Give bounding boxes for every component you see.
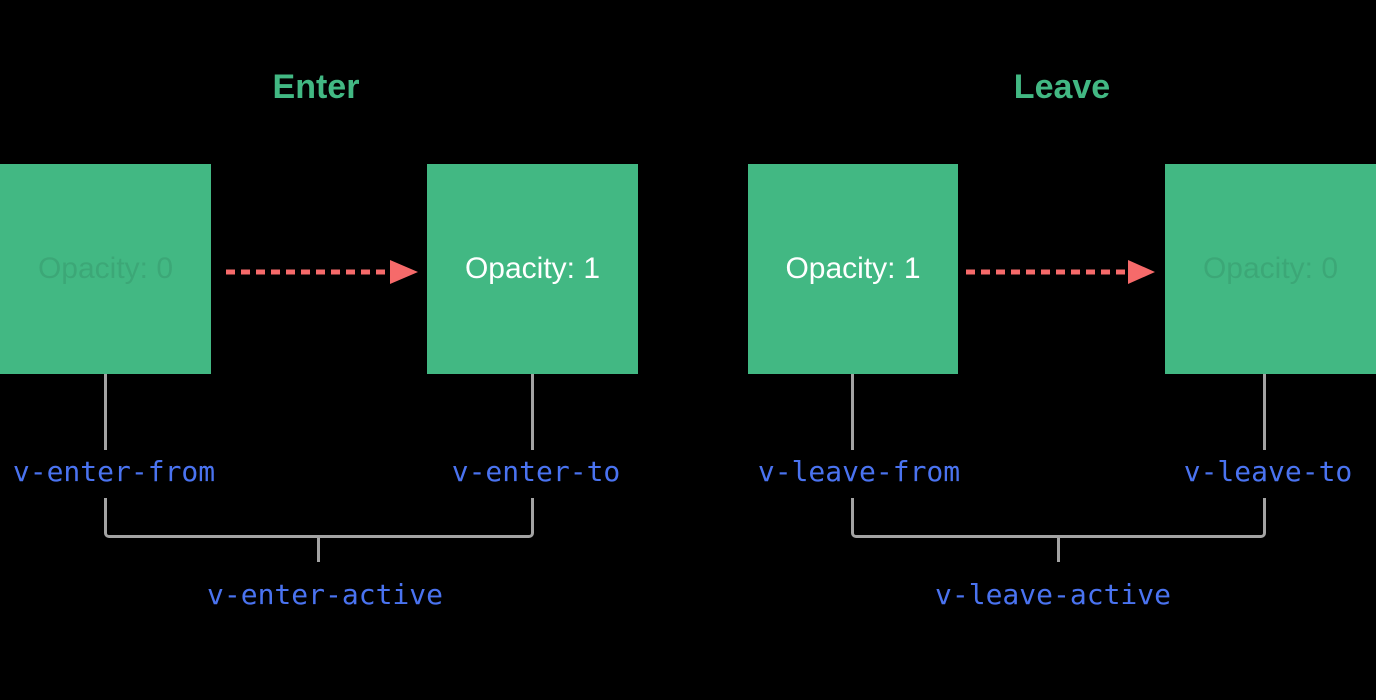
enter-phase-title: Enter: [272, 68, 360, 106]
bracket-stub-line: [317, 536, 320, 562]
class-label-v-enter-to: v-enter-to: [451, 455, 621, 488]
enter-active-range-bracket: [104, 498, 534, 538]
leave-phase-title: Leave: [1013, 68, 1111, 106]
enter-start-box: Opacity: 0: [0, 164, 211, 374]
opacity-value-label: Opacity: 0: [1202, 252, 1339, 285]
connector-line: [104, 374, 107, 450]
enter-dashed-arrow-icon: [226, 260, 418, 284]
class-label-v-enter-from: v-enter-from: [12, 455, 216, 488]
leave-start-box: Opacity: 1: [748, 164, 958, 374]
connector-line: [851, 374, 854, 450]
opacity-value-label: Opacity: 1: [464, 252, 601, 285]
class-label-v-enter-active: v-enter-active: [206, 578, 444, 611]
class-label-v-leave-from: v-leave-from: [757, 455, 961, 488]
connector-line: [1263, 374, 1266, 450]
leave-end-box: Opacity: 0: [1165, 164, 1376, 374]
opacity-value-label: Opacity: 1: [785, 252, 921, 285]
enter-end-box: Opacity: 1: [427, 164, 638, 374]
class-label-v-leave-active: v-leave-active: [934, 578, 1172, 611]
bracket-stub-line: [1057, 536, 1060, 562]
leave-dashed-arrow-icon: [966, 260, 1155, 284]
connector-line: [531, 374, 534, 450]
opacity-value-label: Opacity: 0: [37, 252, 174, 285]
leave-active-range-bracket: [851, 498, 1266, 538]
class-label-v-leave-to: v-leave-to: [1183, 455, 1353, 488]
